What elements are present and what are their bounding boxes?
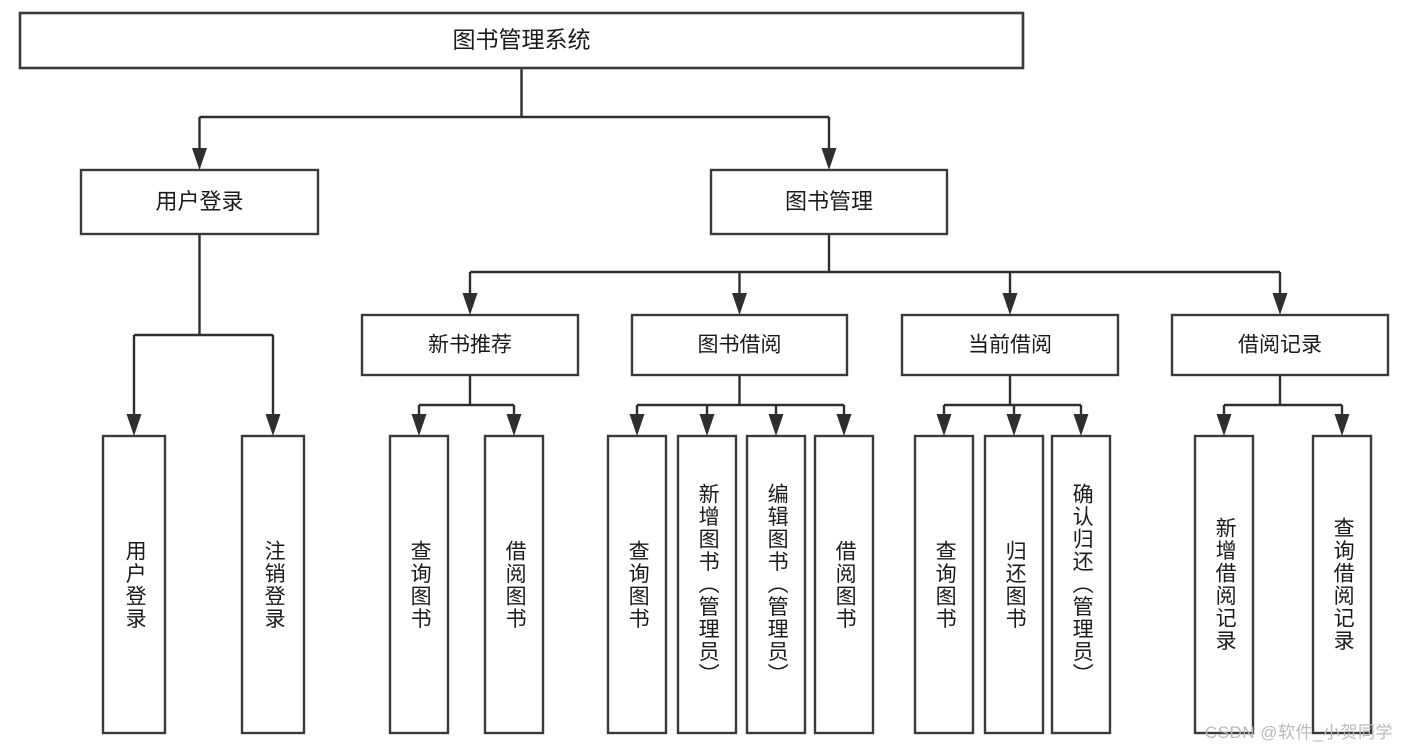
arrow-head-icon — [192, 148, 207, 170]
connector-group-new-book-recommend — [411, 375, 522, 436]
arrow-head-icon — [1006, 414, 1022, 436]
connector-group-current-borrow — [936, 375, 1089, 436]
node-label-book-borrow: 图书借阅 — [698, 334, 782, 357]
csdn-watermark: CSDN @软件_小贺同学 — [1204, 723, 1393, 742]
node-box-leaf-edit-book[interactable] — [745, 434, 807, 735]
node-box-leaf-borrow-book-2[interactable] — [813, 434, 875, 735]
node-box-book-borrow[interactable] — [630, 313, 849, 377]
node-box-leaf-confirm-return[interactable] — [1050, 434, 1112, 735]
node-label-user-login: 用户登录 — [155, 189, 243, 214]
node-box-new-book-recommend[interactable] — [360, 313, 580, 377]
arrow-head-icon — [126, 414, 142, 436]
arrow-head-icon — [836, 414, 852, 436]
connector-group-book-manage — [462, 234, 1288, 315]
arrow-head-icon — [1073, 414, 1089, 436]
arrow-head-icon — [1002, 293, 1018, 315]
connector-layer — [126, 68, 1350, 436]
node-box-book-manage[interactable] — [709, 168, 949, 236]
arrow-head-icon — [936, 414, 952, 436]
arrow-head-icon — [699, 414, 715, 436]
arrow-head-icon — [411, 414, 427, 436]
arrow-head-icon — [768, 414, 784, 436]
node-box-layer — [18, 11, 1390, 735]
arrow-head-icon — [506, 414, 522, 436]
node-box-leaf-add-record[interactable] — [1193, 434, 1255, 735]
node-box-leaf-logout[interactable] — [240, 434, 306, 735]
connector-group-user-login — [126, 234, 281, 436]
connector-group-root — [192, 68, 837, 170]
node-box-current-borrow[interactable] — [900, 313, 1120, 377]
node-box-leaf-query-record[interactable] — [1311, 434, 1373, 735]
node-label-current-borrow: 当前借阅 — [968, 334, 1052, 357]
node-box-leaf-return-book[interactable] — [983, 434, 1045, 735]
arrow-head-icon — [265, 414, 281, 436]
node-label-new-book-recommend: 新书推荐 — [428, 334, 512, 357]
arrow-head-icon — [732, 293, 747, 315]
node-box-leaf-query-book-2[interactable] — [606, 434, 668, 735]
arrow-head-icon — [462, 293, 478, 315]
arrow-head-icon — [629, 414, 645, 436]
arrow-head-icon — [821, 148, 837, 170]
node-label-root: 图书管理系统 — [453, 27, 591, 53]
node-box-user-login[interactable] — [79, 168, 320, 236]
node-label-book-manage: 图书管理 — [785, 189, 873, 214]
arrow-head-icon — [1272, 293, 1288, 315]
arrow-head-icon — [1216, 414, 1232, 436]
node-box-leaf-borrow-book-1[interactable] — [483, 434, 545, 735]
node-box-borrow-record[interactable] — [1170, 313, 1390, 377]
node-box-leaf-add-book[interactable] — [676, 434, 738, 735]
node-box-leaf-query-book-3[interactable] — [913, 434, 975, 735]
node-box-leaf-query-book-1[interactable] — [388, 434, 450, 735]
node-box-root[interactable] — [18, 11, 1025, 70]
node-box-leaf-user-login[interactable] — [101, 434, 167, 735]
connector-group-book-borrow — [629, 375, 852, 436]
arrow-head-icon — [1334, 414, 1350, 436]
node-label-borrow-record: 借阅记录 — [1238, 334, 1322, 357]
connector-group-borrow-record — [1216, 375, 1350, 436]
